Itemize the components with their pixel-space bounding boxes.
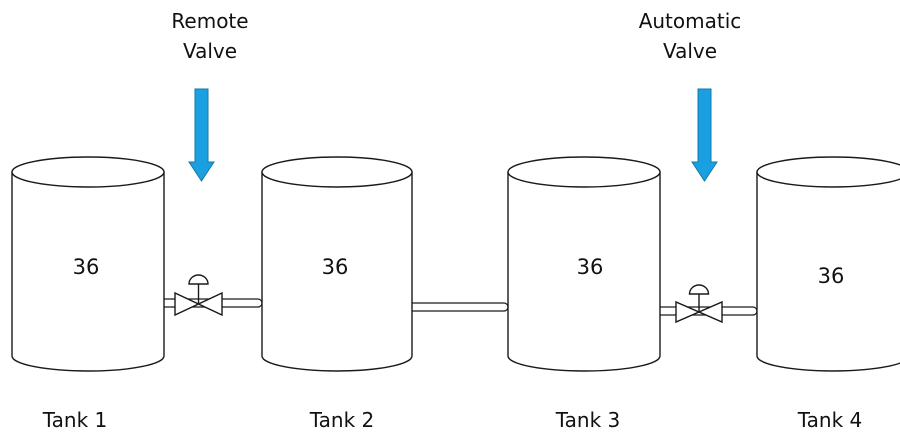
automatic-valve-label-line1: Automatic [639,9,742,33]
tank-1-level: 36 [73,255,100,279]
remote-valve-icon [174,274,223,317]
remote-valve-label-line1: Remote [171,9,248,33]
remote-valve-arrow-icon [188,88,215,182]
tank-4 [756,156,900,372]
tank-2-label: Tank 2 [309,408,375,432]
tank-1 [11,156,165,372]
tank-3-label: Tank 3 [555,408,621,432]
automatic-valve-label-line2: Valve [663,39,717,63]
automatic-valve-icon [675,284,723,324]
tank-3 [507,156,661,372]
automatic-valve-arrow-icon [691,88,718,182]
tank-1-label: Tank 1 [42,408,108,432]
tank-3-level: 36 [577,255,604,279]
tank-2 [261,156,413,372]
remote-valve-label-line2: Valve [183,39,237,63]
tank-2-level: 36 [322,255,349,279]
tank-4-level: 36 [818,264,845,288]
tank-4-label: Tank 4 [797,408,863,432]
